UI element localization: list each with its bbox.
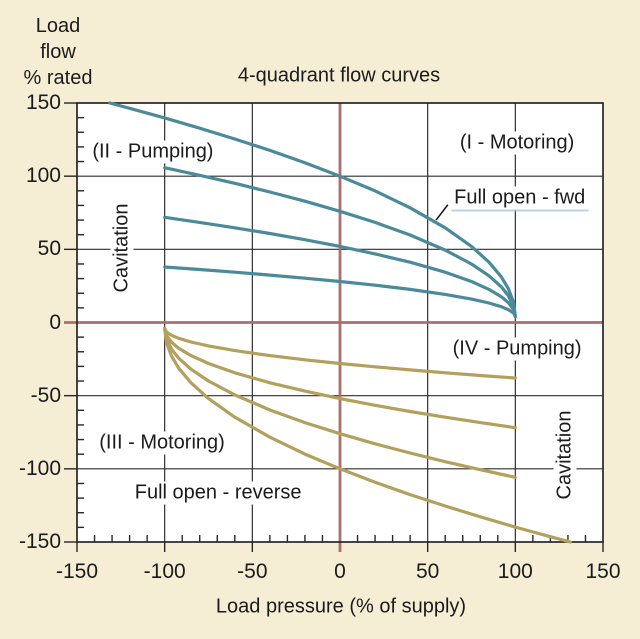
- y-tick-label-100: 100: [25, 164, 61, 188]
- x-tick-label--150: -150: [55, 560, 99, 583]
- y-tick-label-50: 50: [37, 237, 61, 261]
- quadrant-iv-label: (IV - Pumping): [449, 337, 585, 361]
- curve-reverse-75pct-opening: [163, 326, 517, 479]
- x-tick-label--100: -100: [143, 560, 186, 583]
- x-tick-label-150: 150: [585, 560, 621, 583]
- quadrant-i-label: (I - Motoring): [456, 131, 578, 155]
- y-tick-label--50: -50: [30, 383, 61, 407]
- y-tick-label-0: 0: [49, 310, 61, 334]
- curve-reverse-50pct-opening: [163, 326, 517, 430]
- curve-forward-50pct-opening: [163, 215, 517, 319]
- cavitation-left-label: Cavitation: [110, 198, 134, 298]
- full-open-fwd-label: Full open - fwd: [451, 186, 589, 210]
- x-tick-label-0: 0: [334, 560, 346, 583]
- y-axis-title: Load flow % rated: [23, 15, 93, 89]
- x-axis-title: Load pressure (% of supply): [215, 595, 467, 618]
- quadrant-ii-label: (II - Pumping): [89, 140, 217, 164]
- plot-border: [76, 102, 604, 543]
- x-tick-label-50: 50: [415, 560, 440, 583]
- cavitation-right-label: Cavitation: [553, 405, 577, 505]
- quadrant-iii-label: (III - Motoring): [96, 431, 228, 455]
- curve-forward-75pct-opening: [163, 166, 517, 319]
- x-tick-label-100: 100: [497, 560, 533, 583]
- flow-curves: [108, 101, 572, 544]
- y-tick-label--150: -150: [18, 530, 61, 553]
- chart-title: 4-quadrant flow curves: [237, 64, 441, 87]
- full-open-reverse-label: Full open - reverse: [131, 481, 305, 505]
- x-tick-label--50: -50: [237, 560, 268, 583]
- curve-forward-full-open: [108, 101, 517, 319]
- y-tick-label-150: 150: [25, 91, 61, 114]
- curve-reverse-25pct-opening: [163, 326, 517, 380]
- curve-reverse-full-open: [163, 326, 572, 544]
- curve-forward-25pct-opening: [163, 265, 517, 319]
- y-tick-label--100: -100: [18, 456, 61, 480]
- full-open-fwd-leader-line: [435, 204, 449, 221]
